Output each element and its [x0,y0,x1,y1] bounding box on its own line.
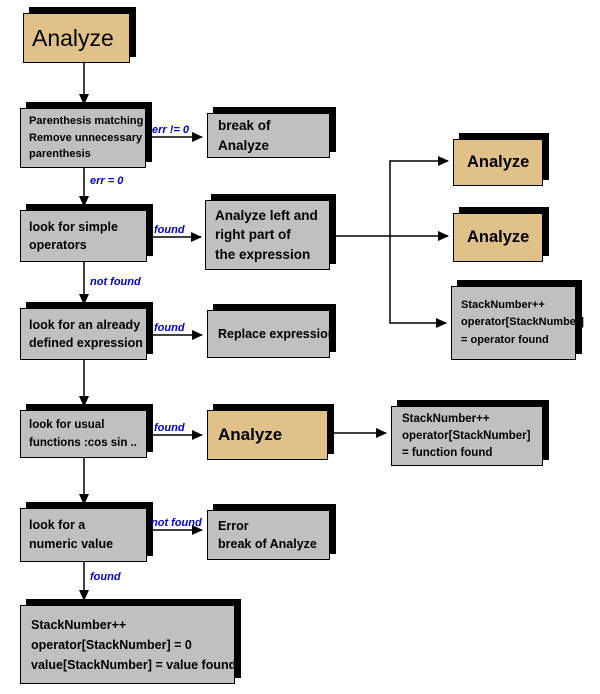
arrow-branch-analyze2 [389,156,449,236]
node-label: value[StackNumber] = value found [31,657,237,672]
edge-label-found-4: found [90,571,121,583]
node-stack-operator-found: StackNumber++ operator[StackNumber] = op… [451,286,584,360]
node-label: Analyze [467,153,530,171]
node-label: Parenthesis matching [29,115,144,128]
edge-label-not-found-2: not found [151,517,202,529]
node-label: = function found [402,446,493,459]
node-analyze-start: Analyze [23,13,130,63]
node-label: operators [29,238,87,252]
node-label: look for a [29,518,86,532]
node-label: functions :cos sin .. [29,437,137,449]
node-label: right part of [215,227,291,243]
edge-label-found-3: found [154,422,185,434]
node-label: Replace expression [218,327,336,341]
node-label: parenthesis [29,148,91,161]
node-label: operator[StackNumber] [461,316,584,329]
node-analyze-recursive-1: Analyze [453,139,543,186]
node-parenthesis-matching: Parenthesis matching Remove unnecessary … [20,108,146,168]
node-break-of-analyze: break of Analyze [207,113,330,158]
node-look-defined-expression: look for an already defined expression [20,308,147,360]
node-look-numeric-value: look for a numeric value [20,508,147,562]
node-label: = operator found [461,333,549,346]
node-label: Remove unnecessary [29,131,143,144]
node-stack-function-found: StackNumber++ operator[StackNumber] = fu… [391,406,543,466]
node-analyze-left-right: Analyze left and right part of the expre… [205,200,330,270]
edge-label-err-zero: err = 0 [90,175,124,187]
node-label: Analyze [32,24,114,51]
edge-label-found-1: found [154,224,185,236]
node-label: StackNumber++ [402,412,490,425]
node-label: break of [218,118,271,133]
node-label: defined expression [29,336,143,350]
node-stack-value-found: StackNumber++ operator[StackNumber] = 0 … [20,605,237,684]
node-label: Analyze [218,137,270,153]
node-label: look for usual [29,419,105,431]
node-label: StackNumber++ [461,298,545,311]
node-look-usual-functions: look for usual functions :cos sin .. [20,410,147,458]
arrow-branch-stackop [389,236,447,328]
node-replace-expression: Replace expression [207,310,336,358]
node-analyze-recursive-3: Analyze [207,410,328,460]
node-label: operator[StackNumber] [402,429,531,442]
node-label: Analyze [467,228,530,246]
node-label: the expression [215,246,311,262]
node-label: look for an already [29,318,141,332]
node-look-simple-operators: look for simple operators [20,210,147,262]
edge-label-found-2: found [154,322,185,334]
node-label: break of Analyze [218,537,317,551]
node-label: Error [218,519,249,533]
node-error-break: Error break of Analyze [207,510,330,560]
node-label: Analyze [218,425,283,444]
node-label: operator[StackNumber] = 0 [31,637,192,652]
node-label: Analyze left and [215,207,318,223]
node-label: numeric value [29,537,114,551]
edge-label-err-not-zero: err != 0 [152,124,189,136]
edge-label-not-found-1: not found [90,276,141,288]
node-label: StackNumber++ [31,617,127,632]
node-label: look for simple [29,220,118,234]
node-analyze-recursive-2: Analyze [453,213,543,262]
